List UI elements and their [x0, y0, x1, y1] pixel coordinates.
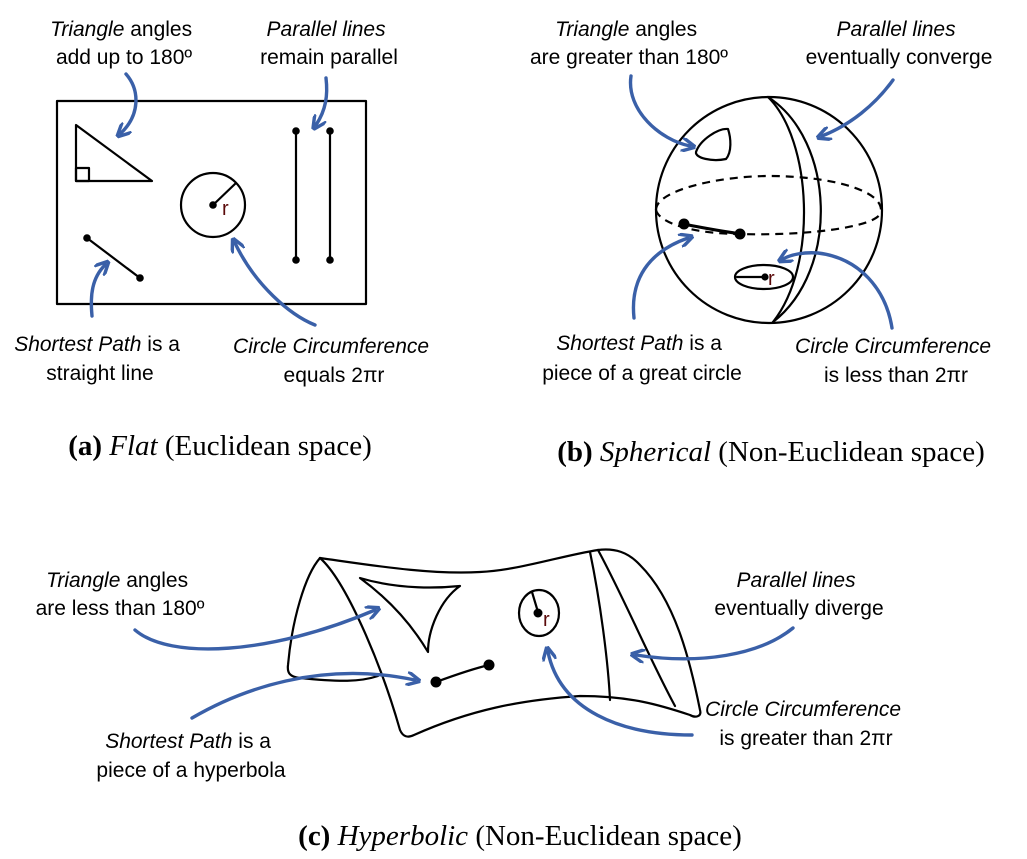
label-triangle: Triangle angles add up to 180º — [50, 18, 198, 69]
arrow-triangle-icon — [121, 72, 138, 133]
label-parallel: Parallel lines remain parallel — [260, 18, 398, 69]
label-triangle: Triangle angles are less than 180º — [36, 569, 205, 620]
circle-center — [533, 608, 543, 618]
sphere-circle — [733, 263, 795, 291]
arrow-circle-icon — [235, 243, 317, 327]
panel-hyperbolic: r Triangle angles are less than 180º Par… — [36, 548, 907, 852]
meridian-line — [766, 95, 822, 324]
label-circle: Circle Circumference is greater than 2πr — [705, 698, 907, 750]
panel-spherical: r Triangle angles are greater than 180º … — [530, 18, 997, 468]
line-endpoint — [292, 256, 300, 264]
caption-flat: (a) Flat (Euclidean space) — [68, 430, 372, 462]
label-shortest-path: Shortest Path is a straight line — [14, 333, 186, 385]
path-endpoint — [136, 274, 144, 282]
arrow-parallel-icon — [316, 76, 329, 125]
circle-center — [761, 273, 769, 281]
diverging-line — [588, 550, 612, 702]
radius-label: r — [222, 198, 229, 220]
equator-back — [654, 174, 883, 211]
arrow-parallel-icon — [822, 78, 895, 136]
flat-circle — [179, 171, 247, 239]
arrow-triangle-icon — [628, 74, 690, 146]
flat-plane — [55, 99, 368, 306]
hyperbolic-triangle — [358, 576, 462, 654]
saddle-outline — [318, 548, 702, 738]
line-endpoint — [326, 127, 334, 135]
arrow-path-icon — [631, 238, 688, 320]
arrow-triangle-icon — [133, 610, 375, 651]
right-angle-marker — [74, 166, 91, 183]
equator-front — [654, 209, 883, 236]
panel-flat: r Triangle angles add up to 180º Paralle… — [14, 18, 435, 462]
diverging-line — [596, 548, 677, 708]
radius-line — [211, 181, 238, 207]
arrow-path-icon — [190, 674, 415, 720]
path-endpoint — [83, 234, 91, 242]
label-circle: Circle Circumference equals 2πr — [233, 335, 435, 387]
arrow-path-icon — [89, 265, 105, 318]
hyperbolic-circle — [517, 588, 561, 638]
flat-triangle — [74, 123, 154, 183]
arrow-circle-icon — [783, 253, 894, 330]
saddle-top-edge — [318, 548, 600, 574]
path-endpoint — [678, 218, 690, 230]
circle-center — [209, 201, 217, 209]
path-endpoint — [430, 676, 442, 688]
arrow-circle-icon — [548, 652, 694, 737]
hyperbola-path — [434, 663, 491, 684]
line-endpoint — [292, 127, 300, 135]
flat-shortest-path — [85, 236, 142, 280]
path-endpoint — [483, 659, 495, 671]
arrow-parallel-icon — [636, 626, 795, 659]
caption-spherical: (b) Spherical (Non-Euclidean space) — [557, 436, 985, 468]
saddle-left-flap — [286, 556, 380, 682]
label-parallel: Parallel lines eventually diverge — [714, 569, 883, 620]
label-circle: Circle Circumference is less than 2πr — [795, 335, 997, 387]
label-shortest-path: Shortest Path is a piece of a hyperbola — [96, 730, 285, 782]
label-parallel: Parallel lines eventually converge — [806, 18, 993, 69]
label-triangle: Triangle angles are greater than 180º — [530, 18, 728, 69]
line-endpoint — [326, 256, 334, 264]
meridian-line — [766, 95, 806, 324]
label-shortest-path: Shortest Path is a piece of a great circ… — [542, 332, 742, 385]
sphere-triangle — [694, 127, 732, 162]
caption-hyperbolic: (c) Hyperbolic (Non-Euclidean space) — [298, 820, 742, 852]
path-endpoint — [734, 228, 746, 240]
radius-label: r — [543, 609, 550, 631]
radius-label: r — [768, 268, 775, 290]
